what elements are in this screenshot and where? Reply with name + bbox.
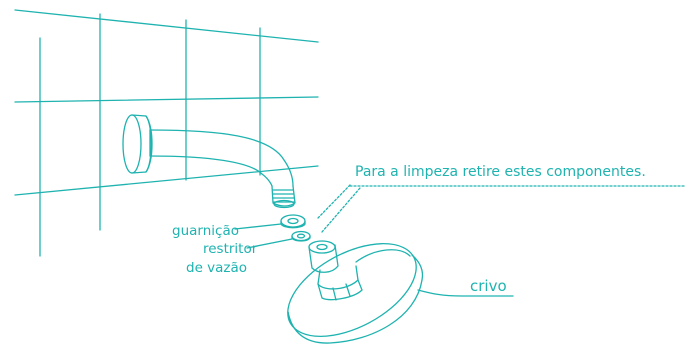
wall-tile-grid xyxy=(14,9,319,257)
restrictor-label-line1: restritor xyxy=(203,241,258,257)
restrictor-label-line2: de vazão xyxy=(186,260,248,276)
wall-flange xyxy=(122,114,153,174)
cleaning-note: Para a limpeza retire estes componentes. xyxy=(355,164,646,180)
shower-head-label: crivo xyxy=(470,277,507,295)
shower-arm xyxy=(149,129,296,209)
leader-lines xyxy=(234,184,686,297)
gasket-ring xyxy=(280,214,306,229)
shower-head xyxy=(287,240,424,344)
flow-restrictor xyxy=(291,230,311,242)
gasket-label: guarnição xyxy=(172,223,239,239)
